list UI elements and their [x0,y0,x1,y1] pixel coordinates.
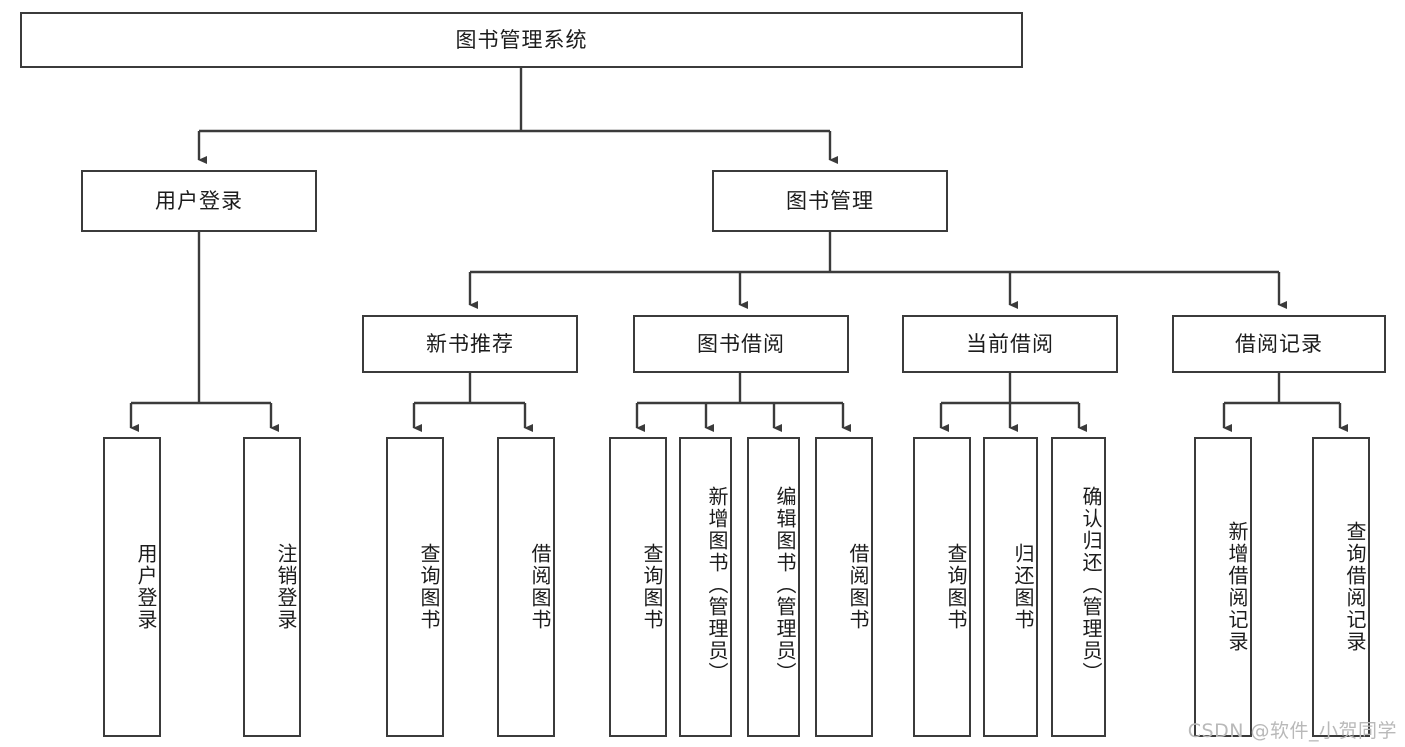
node-label: 用户登录 [155,188,243,213]
node-label: 借阅图书 [528,543,552,631]
leaf-confirm-return-admin[interactable]: 确认归还（管理员） [1051,437,1106,737]
node-label: 编辑图书（管理员） [773,486,797,684]
leaf-borrow-book-recommend[interactable]: 借阅图书 [497,437,555,737]
node-borrow-records[interactable]: 借阅记录 [1172,315,1386,373]
leaf-user-login[interactable]: 用户登录 [103,437,161,737]
leaf-return-book[interactable]: 归还图书 [983,437,1038,737]
node-label: 图书借阅 [697,331,785,356]
node-label: 当前借阅 [966,331,1054,356]
node-label: 查询借阅记录 [1343,521,1367,653]
node-book-management[interactable]: 图书管理 [712,170,948,232]
node-label: 借阅图书 [846,543,870,631]
leaf-query-book-recommend[interactable]: 查询图书 [386,437,444,737]
leaf-query-borrow-record[interactable]: 查询借阅记录 [1312,437,1370,737]
node-label: 图书管理 [786,188,874,213]
node-label: 查询图书 [640,543,664,631]
node-label: 用户登录 [134,543,158,631]
node-new-book-recommend[interactable]: 新书推荐 [362,315,578,373]
leaf-add-book-admin[interactable]: 新增图书（管理员） [679,437,732,737]
node-root-book-management-system[interactable]: 图书管理系统 [20,12,1023,68]
node-book-borrow[interactable]: 图书借阅 [633,315,849,373]
leaf-edit-book-admin[interactable]: 编辑图书（管理员） [747,437,800,737]
node-user-login[interactable]: 用户登录 [81,170,317,232]
node-label: 新增借阅记录 [1225,521,1249,653]
leaf-add-borrow-record[interactable]: 新增借阅记录 [1194,437,1252,737]
node-label: 图书管理系统 [455,27,588,52]
leaf-logout-login[interactable]: 注销登录 [243,437,301,737]
leaf-query-book-borrow[interactable]: 查询图书 [609,437,667,737]
node-current-borrow[interactable]: 当前借阅 [902,315,1118,373]
node-label: 查询图书 [417,543,441,631]
leaf-query-book-current[interactable]: 查询图书 [913,437,971,737]
node-label: 查询图书 [944,543,968,631]
node-label: 确认归还（管理员） [1079,486,1103,684]
node-label: 借阅记录 [1235,331,1323,356]
node-label: 新增图书（管理员） [705,486,729,684]
leaf-borrow-book[interactable]: 借阅图书 [815,437,873,737]
node-label: 新书推荐 [426,331,514,356]
node-label: 归还图书 [1011,543,1035,631]
node-label: 注销登录 [274,543,298,631]
csdn-watermark: CSDN @软件_小贺同学 [1187,720,1397,742]
